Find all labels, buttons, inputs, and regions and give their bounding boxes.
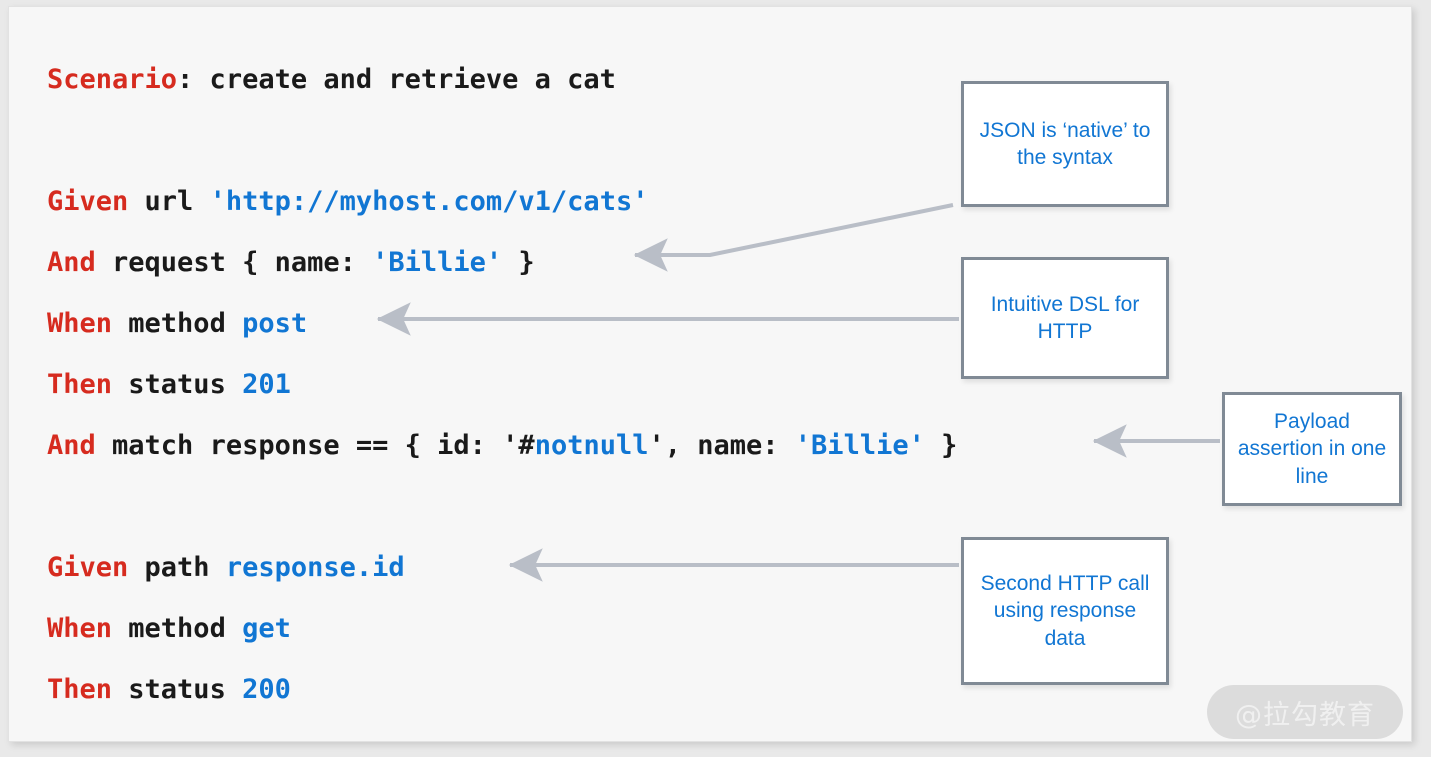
code-token-and-request-0: And xyxy=(47,247,96,278)
code-token-then-status-200-1: status xyxy=(112,674,243,705)
code-token-when-method-get-2: get xyxy=(242,613,291,644)
code-token-and-request-3: } xyxy=(502,247,535,278)
code-line-scenario: Scenario: create and retrieve a cat xyxy=(47,49,1107,110)
code-token-scenario-1: : create and retrieve a cat xyxy=(177,64,616,95)
code-token-then-status-201-2: 201 xyxy=(242,369,291,400)
callout-payload-assertion: Payload assertion in one line xyxy=(1222,392,1402,506)
code-token-given-url-1: url xyxy=(128,186,210,217)
code-token-given-path-0: Given xyxy=(47,552,129,583)
code-token-scenario-0: Scenario xyxy=(47,64,178,95)
code-line-and-request: And request { name: 'Billie' } xyxy=(47,232,1107,293)
callout-intuitive-dsl: Intuitive DSL for HTTP xyxy=(961,257,1169,379)
code-token-then-status-200-2: 200 xyxy=(242,674,291,705)
code-token-given-path-2: response.id xyxy=(225,552,405,583)
code-line-then-status-200: Then status 200 xyxy=(47,659,1107,720)
watermark-badge: @拉勾教育 xyxy=(1207,685,1403,739)
code-token-given-url-0: Given xyxy=(47,186,129,217)
code-token-given-path-1: path xyxy=(128,552,226,583)
code-token-then-status-201-0: Then xyxy=(47,369,113,400)
code-token-and-request-2: 'Billie' xyxy=(372,247,503,278)
code-token-given-url-2: 'http://myhost.com/v1/cats' xyxy=(209,186,649,217)
code-token-then-status-200-0: Then xyxy=(47,674,113,705)
code-line-when-method-post: When method post xyxy=(47,293,1107,354)
code-token-and-match-response-0: And xyxy=(47,430,96,461)
code-token-and-match-response-3: ', name: xyxy=(648,430,795,461)
callout-json-native: JSON is ‘native’ to the syntax xyxy=(961,81,1169,207)
code-token-then-status-201-1: status xyxy=(112,369,243,400)
code-token-when-method-post-2: post xyxy=(242,308,308,339)
code-token-and-match-response-4: 'Billie' xyxy=(794,430,925,461)
code-token-and-request-1: request { name: xyxy=(95,247,373,278)
code-line-when-method-get: When method get xyxy=(47,598,1107,659)
code-line-given-path: Given path response.id xyxy=(47,537,1107,598)
code-line-blank-2 xyxy=(47,476,1107,537)
code-token-when-method-get-1: method xyxy=(112,613,243,644)
code-token-when-method-get-0: When xyxy=(47,613,113,644)
code-token-and-match-response-2: notnull xyxy=(534,430,649,461)
code-token-when-method-post-1: method xyxy=(112,308,243,339)
code-line-given-url: Given url 'http://myhost.com/v1/cats' xyxy=(47,171,1107,232)
code-token-and-match-response-5: } xyxy=(924,430,958,461)
code-line-then-status-201: Then status 201 xyxy=(47,354,1107,415)
code-token-and-match-response-1: match response == { id: '# xyxy=(95,430,535,461)
code-line-and-match-response: And match response == { id: '#notnull', … xyxy=(47,415,1107,476)
code-token-when-method-post-0: When xyxy=(47,308,113,339)
callout-second-http-call: Second HTTP call using response data xyxy=(961,537,1169,685)
code-line-blank-1 xyxy=(47,110,1107,171)
